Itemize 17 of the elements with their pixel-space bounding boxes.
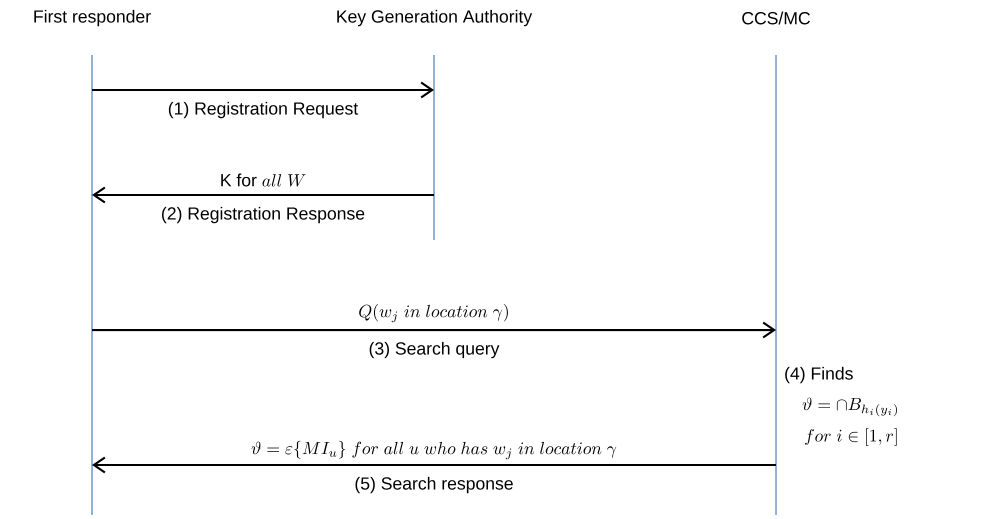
participant-label: CCS/MC [742, 12, 810, 24]
participant-label: First responder [34, 10, 151, 26]
formula: $Q(w_j\ in\ location\ \gamma)$ [359, 304, 508, 322]
arrow [92, 82, 434, 98]
edge-label: (3) Search query [370, 342, 500, 358]
edge-label: (1) Registration Request [168, 102, 358, 118]
arrow [92, 456, 776, 474]
formula: $\vartheta =\cap B_{h_i(y_i)}$ [802, 398, 898, 416]
step-label: (4) Finds [785, 366, 853, 384]
formula: $\mathrm{K\ for}\ all\ W$ [221, 174, 306, 187]
edge-label: (2) Registration Response [162, 206, 364, 224]
arrow [92, 322, 776, 338]
formula: $for\ i \in [1,r]$ [805, 428, 897, 446]
formula: $\vartheta = \varepsilon\{MI_u\}\ for\ all\ u\ who\ has\ w_j\ in\ location\ \gamma$ [252, 440, 616, 460]
edge-label: (5) Search response [356, 476, 513, 494]
arrow [92, 186, 434, 204]
participant-label: Key Generation Authority [337, 10, 532, 26]
